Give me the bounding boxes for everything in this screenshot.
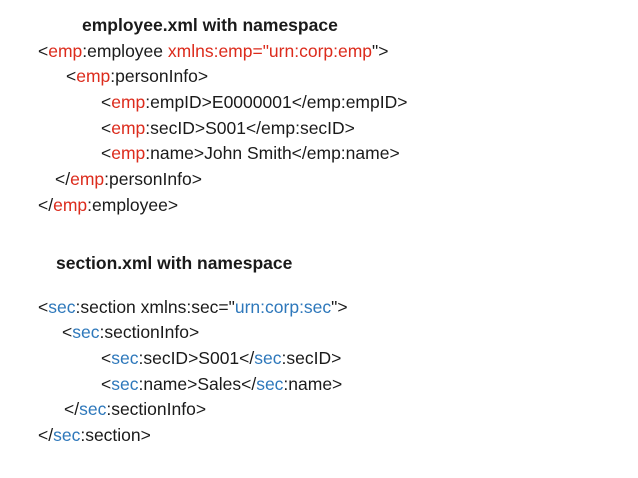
xml-text: :personInfo>	[110, 66, 209, 87]
xml-text: :name>	[283, 373, 343, 394]
code-line: <sec:section xmlns:sec="urn:corp:sec">	[38, 295, 638, 321]
employee-xml-code: <emp:employee xmlns:emp="urn:corp:emp"><…	[0, 39, 638, 219]
xml-text: <	[101, 117, 112, 138]
xml-text: ">	[331, 296, 348, 317]
xml-namespace-prefix: sec	[254, 348, 282, 369]
code-line: </sec:section>	[38, 423, 638, 449]
xml-text: :secID>	[281, 348, 342, 369]
xml-namespace-prefix: emp	[53, 194, 88, 215]
code-line: <sec:secID>S001</sec:secID>	[101, 346, 638, 372]
xml-namespace-prefix: emp	[111, 143, 146, 164]
xml-namespace-prefix: urn:corp:sec	[234, 296, 332, 317]
xml-text: :personInfo>	[104, 169, 202, 190]
employee-xml-block: employee.xml with namespace <emp:employe…	[0, 13, 638, 219]
section-xml-block: section.xml with namespace <sec:section …	[0, 251, 638, 449]
xml-namespace-prefix: emp	[111, 117, 146, 138]
code-line: <sec:sectionInfo>	[62, 320, 638, 346]
xml-namespace-prefix: sec	[256, 373, 284, 394]
xml-text: <	[66, 66, 77, 87]
xml-text: <	[101, 348, 112, 369]
xml-namespace-prefix: emp	[48, 40, 83, 61]
xml-text: :section>	[80, 425, 151, 446]
code-line: <emp:personInfo>	[66, 64, 638, 90]
xml-namespace-prefix: sec	[111, 348, 139, 369]
xml-text: <	[38, 296, 49, 317]
xml-namespace-prefix: sec	[72, 322, 100, 343]
xml-text: :employee	[82, 40, 168, 61]
xml-text: </	[64, 399, 80, 420]
xml-text: :sectionInfo>	[99, 322, 200, 343]
code-line: <sec:name>Sales</sec:name>	[101, 372, 638, 398]
section-xml-title: section.xml with namespace	[56, 253, 293, 273]
xml-text: :empID>E0000001</emp:empID>	[145, 92, 408, 113]
code-line: </emp:employee>	[38, 193, 638, 219]
code-line: </sec:sectionInfo>	[64, 397, 638, 423]
xml-namespace-prefix: sec	[111, 373, 139, 394]
xml-text: :name>Sales</	[138, 373, 257, 394]
code-line: <emp:employee xmlns:emp="urn:corp:emp">	[38, 39, 638, 65]
code-line: <emp:secID>S001</emp:secID>	[101, 116, 638, 142]
xml-text: <	[101, 143, 112, 164]
xml-text: <	[38, 40, 49, 61]
xml-text: :secID>S001</	[138, 348, 255, 369]
xml-text: ">	[372, 40, 389, 61]
xml-text: </	[55, 169, 71, 190]
code-line: </emp:personInfo>	[55, 167, 638, 193]
xml-text: <	[101, 373, 112, 394]
xml-text: :name>John Smith</emp:name>	[145, 143, 400, 164]
xml-text: <	[101, 92, 112, 113]
xml-namespace-prefix: sec	[53, 425, 81, 446]
xml-text: :sectionInfo>	[106, 399, 207, 420]
xml-namespace-prefix: sec	[79, 399, 107, 420]
xml-text: </	[38, 425, 54, 446]
code-line: <emp:empID>E0000001</emp:empID>	[101, 90, 638, 116]
xml-text: :employee>	[87, 194, 179, 215]
xml-text: <	[62, 322, 73, 343]
xml-text: </	[38, 194, 54, 215]
code-line: <emp:name>John Smith</emp:name>	[101, 141, 638, 167]
xml-namespace-prefix: emp	[70, 169, 105, 190]
xml-text: :secID>S001</emp:secID>	[145, 117, 355, 138]
xml-text: :section xmlns:sec="	[75, 296, 235, 317]
xml-namespace-prefix: emp	[111, 92, 146, 113]
section-xml-code: <sec:section xmlns:sec="urn:corp:sec"><s…	[0, 295, 638, 449]
xml-namespace-prefix: sec	[48, 296, 76, 317]
employee-xml-title: employee.xml with namespace	[82, 15, 338, 35]
xml-namespace-prefix: emp	[76, 66, 111, 87]
xml-namespace-prefix: xmlns:emp="urn:corp:emp	[167, 40, 373, 61]
